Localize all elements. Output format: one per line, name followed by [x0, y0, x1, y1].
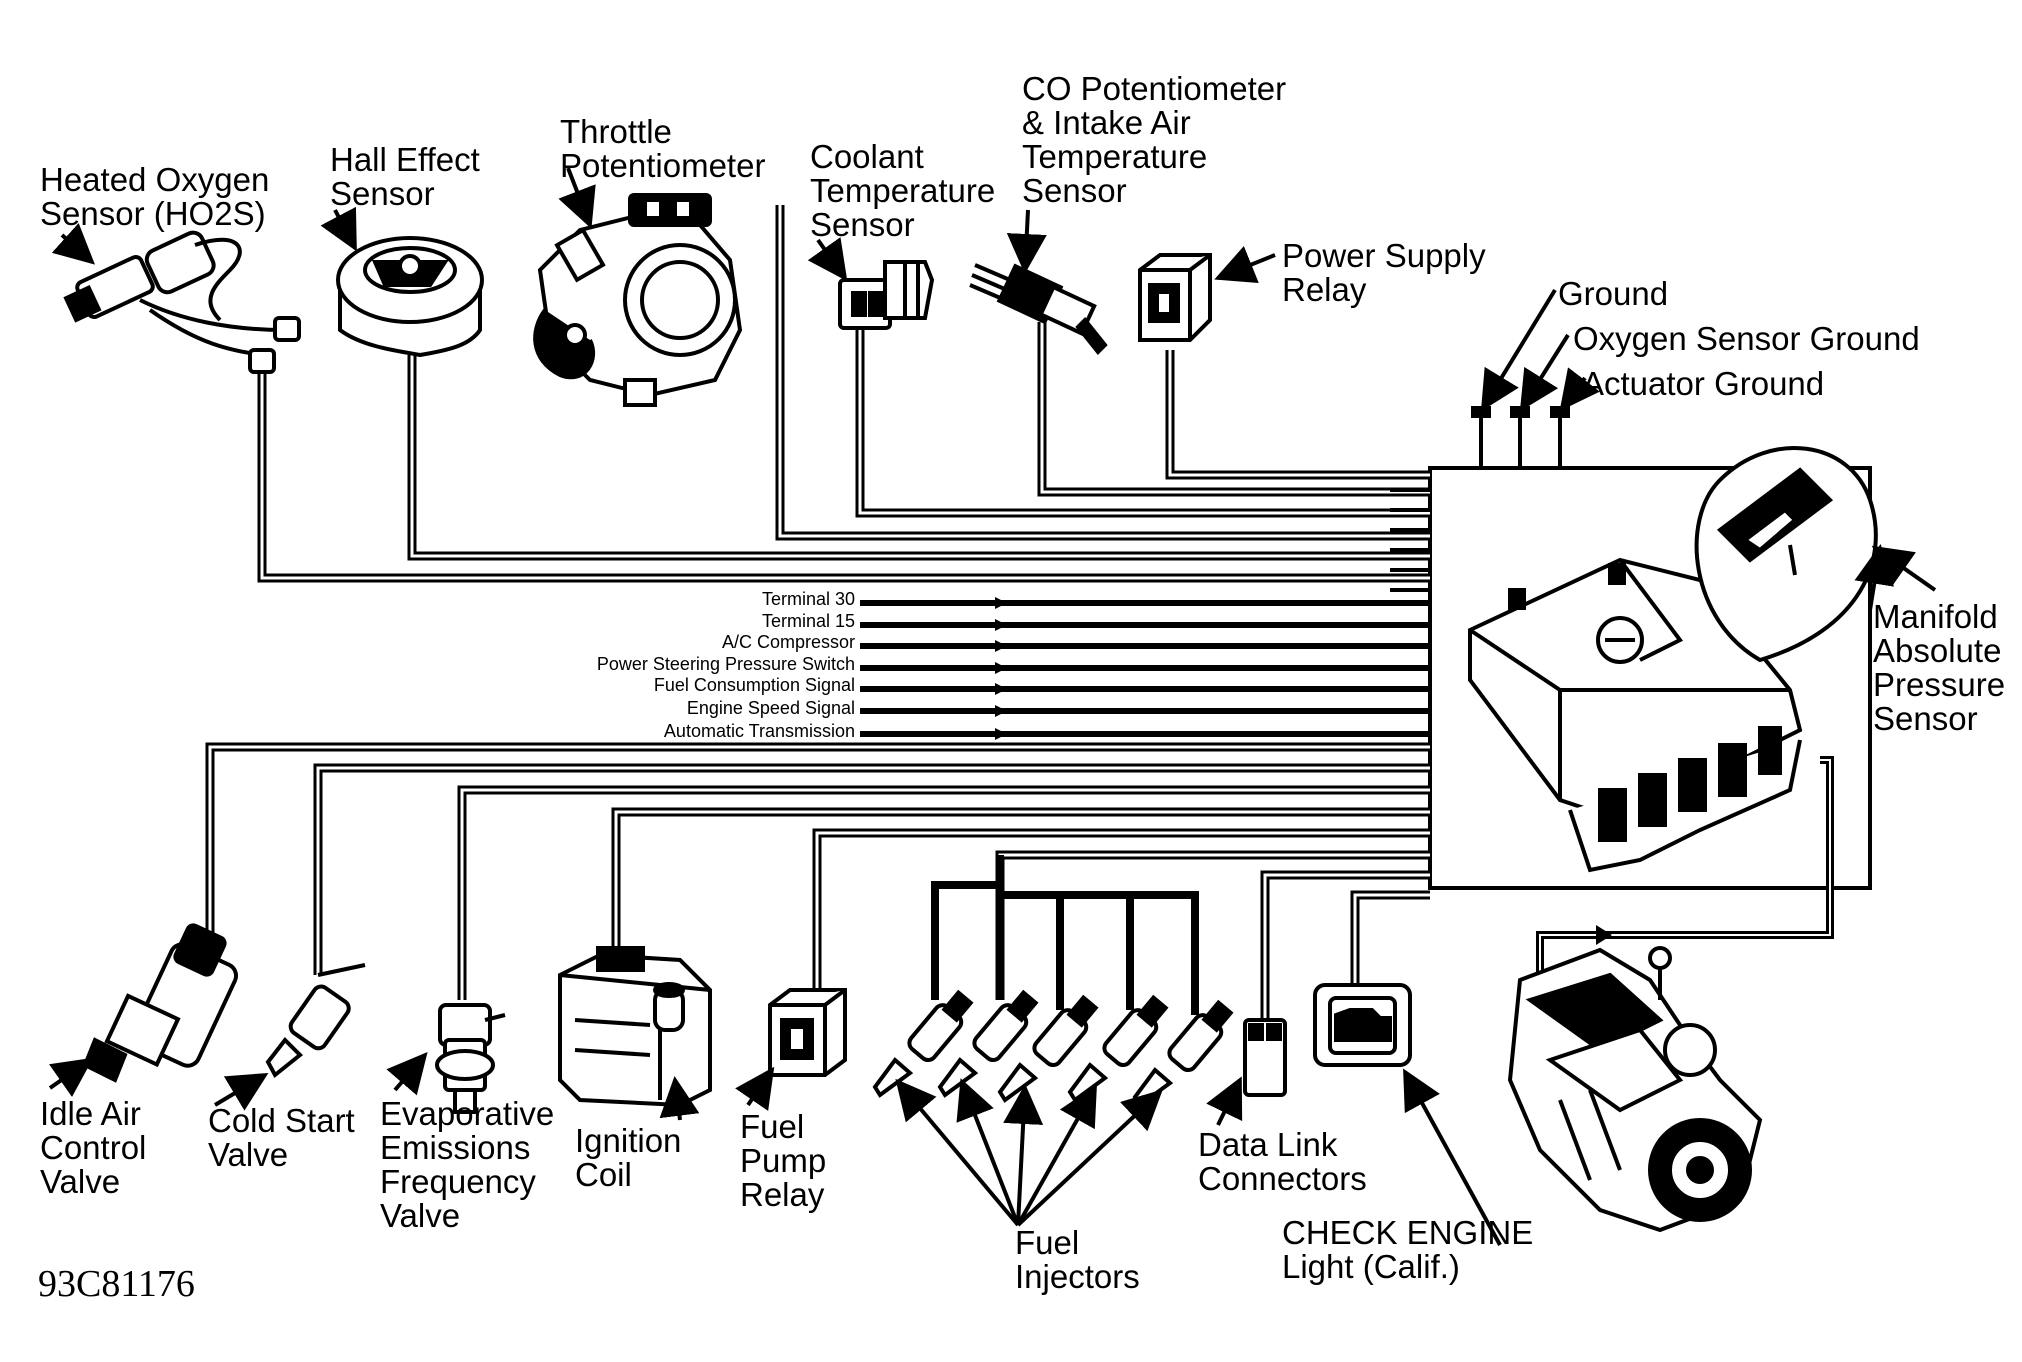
label-hall-effect-sensor: Hall Effect Sensor — [330, 141, 480, 212]
label-coolant-temperature-sensor: Coolant Temperature Sensor — [810, 138, 996, 243]
hall-effect-sensor-icon — [336, 236, 484, 358]
signal-engine-speed: Engine Speed Signal — [686, 698, 855, 718]
label-evap-valve: Evaporative Emissions Frequency Valve — [380, 1095, 555, 1234]
signal-terminal-30: Terminal 30 — [761, 589, 855, 609]
coolant-temperature-sensor-icon — [838, 260, 935, 330]
label-manifold-absolute-pressure-sensor: Manifold Absolute Pressure Sensor — [1873, 598, 2006, 737]
manifold-arrow — [1871, 545, 1937, 592]
signal-ac-compressor: A/C Compressor — [721, 632, 855, 652]
power-supply-relay-icon — [1138, 253, 1212, 342]
label-ignition-coil: Ignition Coil — [575, 1122, 682, 1193]
label-throttle-potentiometer: Throttle Potentiometer — [560, 113, 766, 184]
label-power-supply-relay: Power Supply Relay — [1282, 237, 1486, 308]
label-fuel-injectors: Fuel Injectors — [1015, 1224, 1140, 1295]
signal-terminal-15: Terminal 15 — [761, 611, 855, 631]
heated-oxygen-sensor-icon — [63, 230, 301, 374]
signal-power-steering-pressure-switch: Power Steering Pressure Switch — [596, 654, 855, 674]
idle-air-control-valve-icon — [82, 923, 239, 1083]
signal-lines — [860, 600, 1430, 737]
evap-valve-icon — [435, 1003, 506, 1114]
label-oxygen-sensor-ground: Oxygen Sensor Ground — [1573, 320, 1920, 357]
engine-icon — [1507, 946, 1763, 1233]
fuel-pump-relay-icon — [768, 988, 847, 1077]
label-idle-air-control-valve: Idle Air Control Valve — [40, 1095, 147, 1200]
leader-arrows — [48, 167, 1895, 1246]
label-actuator-ground: Actuator Ground — [1582, 365, 1825, 402]
injector-harness — [931, 855, 1199, 1015]
label-data-link-connectors: Data Link Connectors — [1198, 1126, 1367, 1197]
label-cold-start-valve: Cold Start Valve — [208, 1102, 355, 1173]
signal-automatic-transmission: Automatic Transmission — [663, 721, 855, 741]
fuel-injectors-icon — [872, 989, 1234, 1108]
label-co-potentiometer: CO Potentiometer & Intake Air Temperatur… — [1022, 70, 1287, 209]
map-sensor-icon — [1694, 446, 1878, 663]
throttle-body-icon — [533, 193, 743, 407]
cold-start-valve-icon — [265, 963, 366, 1079]
label-check-engine-light: CHECK ENGINE Light (Calif.) — [1282, 1214, 1534, 1285]
bottom-wires — [205, 742, 1430, 1020]
ignition-coil-icon — [558, 946, 712, 1108]
figure-code: 93C81176 — [38, 1263, 195, 1305]
injector-arrows — [895, 1078, 1163, 1227]
signal-fuel-consumption: Fuel Consumption Signal — [653, 675, 855, 695]
ecu-icon — [1468, 557, 1803, 873]
data-link-connectors-icon — [1243, 1018, 1287, 1097]
label-heated-oxygen-sensor: Heated Oxygen Sensor (HO2S) — [40, 161, 270, 232]
label-ground: Ground — [1558, 275, 1669, 312]
co-potentiometer-icon — [969, 263, 1108, 355]
ground-leads — [1471, 406, 1570, 468]
label-fuel-pump-relay: Fuel Pump Relay — [740, 1108, 827, 1213]
check-engine-light-icon — [1313, 983, 1412, 1067]
